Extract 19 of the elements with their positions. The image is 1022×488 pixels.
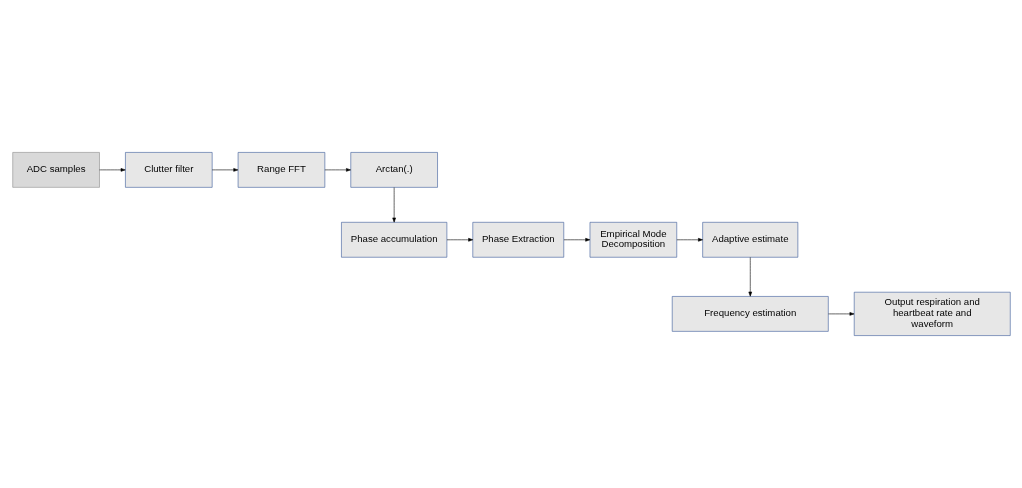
arrow: [391, 187, 396, 223]
node-box: Range FFT: [237, 152, 325, 188]
node-box: Empirical Mode Decomposition: [589, 222, 677, 258]
arrow: [98, 168, 126, 172]
arrow: [676, 238, 703, 242]
node-box: Arctan(.): [349, 152, 438, 188]
node-box: Phase Extraction: [472, 222, 564, 258]
node-box: Adaptive estimate: [701, 222, 798, 258]
node-box: Output respiration and heartbeat rate and waveform: [853, 291, 1011, 336]
arrow: [827, 312, 854, 316]
arrow: [563, 238, 590, 242]
node-box: Clutter filter: [124, 152, 212, 188]
node-box: ADC samples: [11, 152, 100, 188]
node-box: Frequency estimation: [671, 296, 829, 332]
arrow: [324, 168, 351, 172]
arrow: [446, 238, 473, 242]
arrow: [211, 168, 238, 172]
node-box: Phase accumulation: [340, 222, 447, 258]
arrow: [748, 257, 752, 297]
